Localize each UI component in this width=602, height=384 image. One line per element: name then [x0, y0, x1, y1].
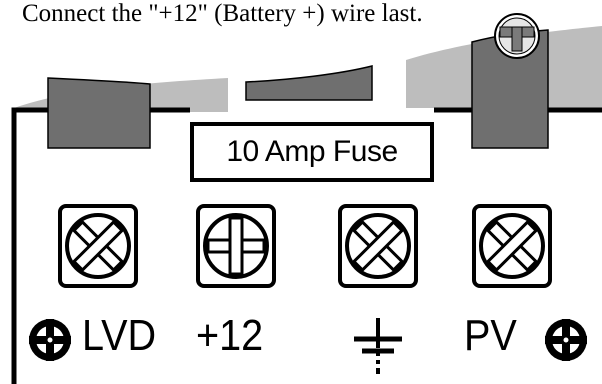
ground-symbol-icon	[354, 318, 402, 374]
terminal-screw-ground	[338, 204, 418, 288]
terminal-screw-lvd	[58, 204, 138, 288]
middle-dark-block	[245, 65, 373, 101]
fuse-box: 10 Amp Fuse	[190, 122, 434, 182]
top-plus-screw	[494, 13, 540, 59]
terminal-screw-plus12	[196, 204, 276, 288]
terminal-label-lvd: LVD	[82, 311, 157, 360]
terminal-screw-pv	[472, 204, 552, 288]
fuse-label: 10 Amp Fuse	[226, 135, 398, 168]
mounting-screw-left-icon	[29, 319, 71, 361]
terminal-label-plus12: +12	[196, 311, 264, 360]
left-dark-block	[47, 77, 151, 149]
terminal-label-pv: PV	[464, 311, 517, 360]
mounting-screw-right-icon	[545, 319, 587, 361]
instruction-caption: Connect the "+12" (Battery +) wire last.	[22, 0, 423, 27]
